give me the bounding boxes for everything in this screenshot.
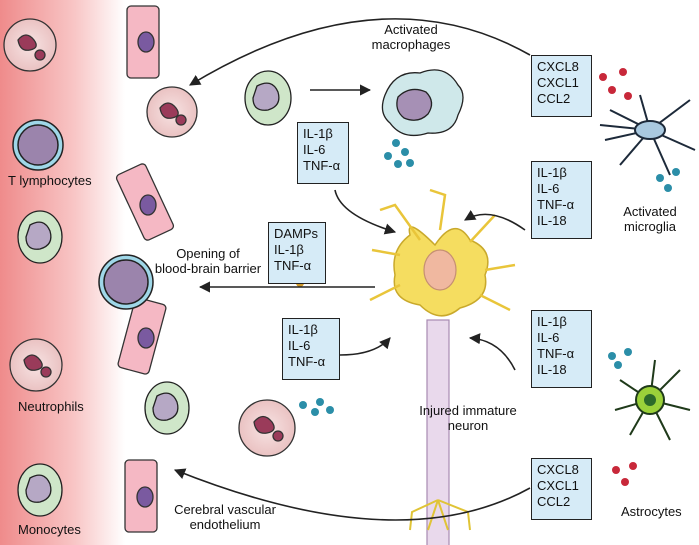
axon [426, 319, 450, 545]
arrows [173, 18, 531, 521]
box-line: IL-6 [537, 330, 560, 345]
label-line: Opening of [176, 246, 240, 261]
label-line: neuron [447, 418, 489, 433]
box-line: IL-18 [537, 213, 567, 228]
microglia-cytokine-box: IL-1β IL-6 TNF-α IL-18 [531, 161, 592, 239]
astrocyte [614, 359, 691, 441]
astrocyte-cytokine-box: IL-1β IL-6 TNF-α IL-18 [531, 310, 592, 388]
activated-macrophage [381, 69, 464, 137]
monocyte-cells [17, 70, 292, 517]
injured-neuron [369, 188, 516, 545]
box-line: CCL2 [537, 494, 571, 509]
damps-box: DAMPs IL-1β TNF-α [268, 222, 326, 284]
label-line: Activated [384, 22, 438, 37]
arrow-macrophage-to-neuron [334, 189, 397, 235]
label-line: Injured immature [419, 403, 517, 418]
t-lymphocyte-cells [12, 119, 154, 310]
box-line: IL-6 [303, 142, 326, 157]
cerebral-endothelium-label: Cerebral vascular endothelium [165, 502, 285, 532]
label-line: endothelium [189, 517, 261, 532]
label-line: blood-brain barrier [154, 261, 262, 276]
box-line: IL-1β [288, 322, 318, 337]
bbb-opening-label: Opening of blood-brain barrier [147, 246, 269, 276]
activated-macrophages-label: Activated macrophages [366, 22, 456, 52]
box-line: IL-1β [537, 314, 567, 329]
box-line: CXCL8 [537, 59, 579, 74]
arrow-microglia-to-neuron [464, 210, 526, 231]
t-lymphocytes-label: T lymphocytes [8, 173, 92, 188]
astrocytes-label: Astrocytes [621, 504, 682, 519]
arrow-chemokines-to-vessel-bottom [173, 468, 531, 521]
box-line: TNF-α [537, 197, 575, 212]
box-line: IL-6 [537, 181, 560, 196]
box-line: CXCL1 [537, 75, 579, 90]
box-line: IL-6 [288, 338, 311, 353]
activated-microglia-label: Activated microglia [612, 204, 688, 234]
neutrophils-label: Neutrophils [18, 399, 84, 414]
label-line: microglia [623, 219, 676, 234]
box-line: IL-1β [274, 242, 304, 257]
cytokine-dots [281, 68, 680, 486]
monocytes-label: Monocytes [18, 522, 81, 537]
neutrophil-cytokine-box: IL-1β IL-6 TNF-α [282, 318, 340, 380]
arrow-chemokines-to-vessel-top [189, 18, 531, 86]
injured-neuron-label: Injured immature neuron [414, 403, 522, 433]
box-line: IL-1β [303, 126, 333, 141]
label-line: Activated [623, 204, 677, 219]
activated-microglia [599, 94, 696, 176]
box-line: IL-1β [537, 165, 567, 180]
box-line: TNF-α [288, 354, 326, 369]
box-line: TNF-α [537, 346, 575, 361]
arrow-astrocyte-to-neuron [468, 333, 516, 371]
box-line: CXCL1 [537, 478, 579, 493]
arrow-neutrophil-to-neuron [339, 337, 391, 356]
chemokine-box-bottom: CXCL8 CXCL1 CCL2 [531, 458, 592, 520]
neutrophil-cells [3, 18, 296, 457]
endothelial-cells [115, 5, 175, 533]
label-line: Cerebral vascular [174, 502, 276, 517]
chemokine-box-top: CXCL8 CXCL1 CCL2 [531, 55, 592, 117]
box-line: DAMPs [274, 226, 319, 241]
box-line: TNF-α [303, 158, 341, 173]
box-line: CXCL8 [537, 462, 579, 477]
macrophage-cytokine-box: IL-1β IL-6 TNF-α [297, 122, 349, 184]
box-line: IL-18 [537, 362, 567, 377]
label-line: macrophages [371, 37, 451, 52]
box-line: CCL2 [537, 91, 571, 106]
box-line: TNF-α [274, 258, 312, 273]
